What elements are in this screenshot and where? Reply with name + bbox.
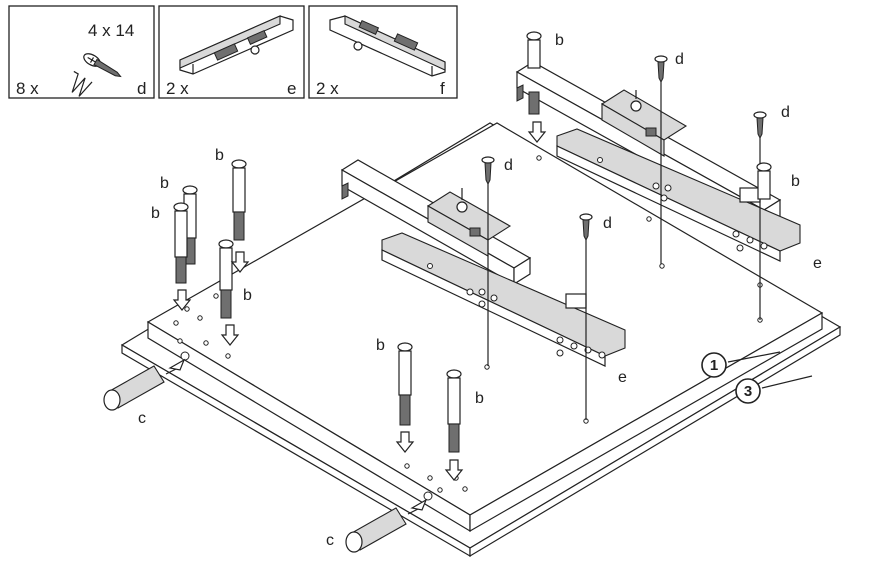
label-e: e (618, 369, 627, 386)
arrow-down-icon (444, 459, 464, 481)
legend-e-qty: 2 x (166, 79, 189, 98)
legend-f-id: f (440, 79, 445, 98)
legend-d-qty: 8 x (16, 79, 39, 98)
panel-number-1: 1 (701, 351, 781, 378)
dowel-icon (756, 162, 772, 200)
runner-icon (179, 15, 294, 75)
dowel-icon (397, 342, 413, 426)
label-b: b (243, 287, 252, 304)
legend-e-id: e (287, 79, 296, 98)
dowel-icon (173, 202, 189, 284)
handle-c-group (103, 358, 428, 553)
label-d: d (603, 215, 612, 232)
legend-d-id: d (137, 79, 146, 98)
arrow-down-icon (172, 289, 192, 311)
label-b: b (215, 147, 224, 164)
label-d: d (675, 51, 684, 68)
label-b: b (376, 337, 385, 354)
dowel-b-group (173, 31, 772, 453)
label-b: b (555, 32, 564, 49)
panel-number-text: 1 (710, 357, 718, 374)
legend-d-size: 4 x 14 (88, 21, 134, 40)
arrow-down-icon (395, 431, 415, 453)
legend-f-qty: 2 x (316, 79, 339, 98)
panel-number-text: 3 (744, 383, 752, 400)
screw-d-group (481, 55, 767, 420)
arrow-down-icon (527, 121, 547, 143)
dowel-icon (218, 239, 234, 319)
screw-icon (579, 213, 593, 420)
runner-holes (597, 157, 768, 252)
front-rail-assembly (340, 159, 626, 367)
label-c: c (326, 532, 334, 549)
panel-number-3: 3 (735, 375, 813, 404)
panel-1-board (146, 122, 824, 533)
part-labels: b b b b b b b b c c d d d d e e (138, 32, 822, 549)
label-e: e (813, 255, 822, 272)
dowel-icon (526, 31, 542, 115)
arrow-down-group (172, 121, 547, 481)
handle-icon (345, 498, 428, 553)
legend-box-e: 2 x e (158, 5, 305, 99)
legend-box-f: 2 x f (308, 5, 458, 99)
label-c: c (138, 410, 146, 427)
dowel-icon (231, 159, 247, 241)
label-d: d (781, 104, 790, 121)
arrow-down-icon (230, 251, 250, 273)
runner-icon (329, 15, 446, 77)
label-d: d (504, 157, 513, 174)
handle-icon (103, 358, 186, 411)
label-b: b (475, 390, 484, 407)
screw-icon (654, 55, 668, 264)
arrow-down-icon (220, 324, 240, 346)
runner-holes (427, 263, 606, 359)
label-b: b (151, 205, 160, 222)
screw-icon (71, 53, 122, 97)
dowel-icon (446, 369, 462, 453)
label-b: b (160, 175, 169, 192)
legend-box-d: 4 x 14 8 x d (8, 5, 155, 99)
screw-icon (481, 156, 495, 366)
label-b: b (791, 173, 800, 190)
